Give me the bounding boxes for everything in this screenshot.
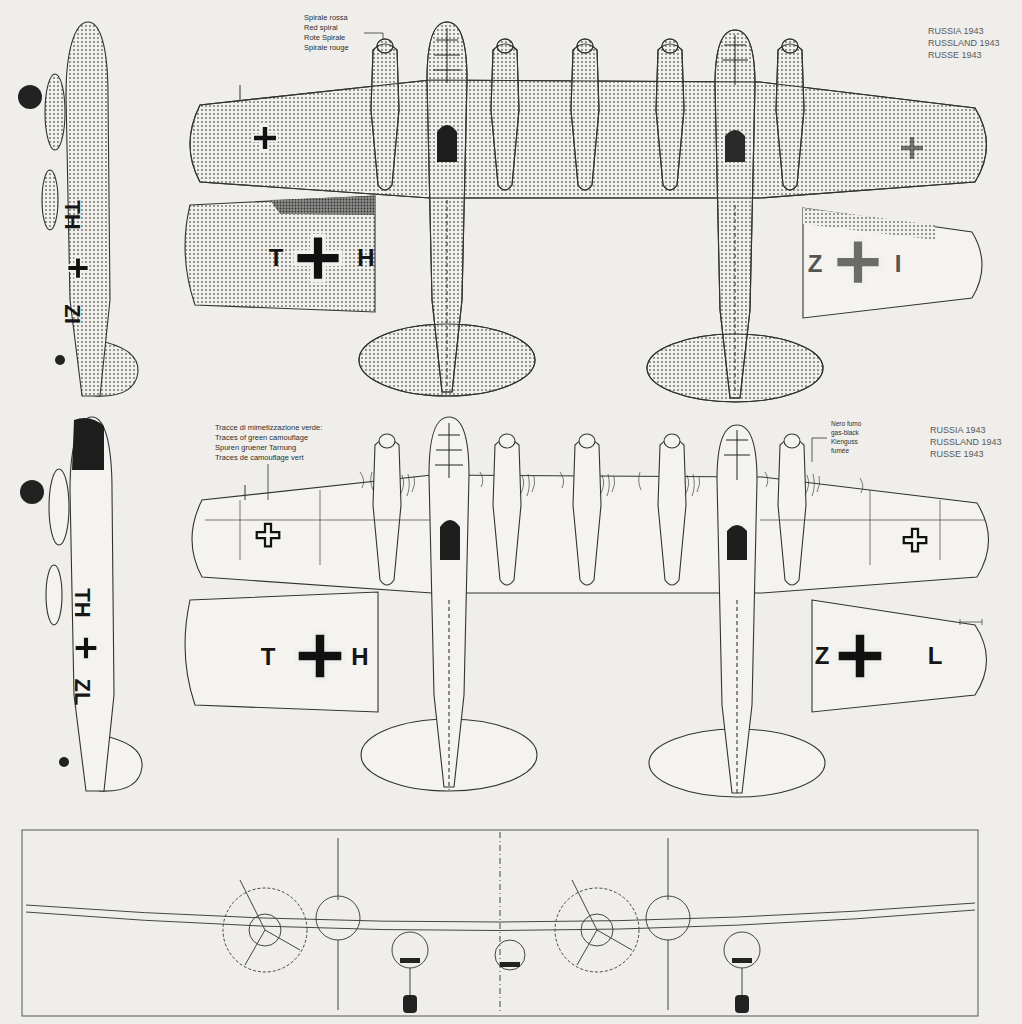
note-text: Spirale rossa [304,14,348,22]
date-label: RUSSLAND 1943 [928,39,1000,48]
date-label: RUSSIA 1943 [930,426,986,435]
wing-letter: Z [815,644,830,668]
note-text: Rote Spirale [304,34,345,42]
wing-letter: Z [808,252,823,276]
lower-wing [812,600,987,712]
wing-letter: L [928,644,943,668]
note-text: Spuren gruener Tarnung [215,444,296,452]
balkenkreuz [257,524,280,547]
note-text: Red spiral [304,24,338,32]
date-label: RUSSE 1943 [928,51,982,60]
balkenkreuz [75,637,98,660]
lower-wing [185,196,375,312]
canopy [727,525,747,560]
fuselage-code: TH [71,588,93,617]
fuselage-code: ZL [71,679,93,706]
note-text: Traces of green camouflage [215,434,308,442]
note-text: Kienguss [831,439,858,446]
camouflage [270,196,375,215]
wheel [18,85,42,109]
balkenkreuz [836,240,881,285]
tail-wheel [55,355,65,365]
panel-line [447,200,735,395]
date-label: RUSSIA 1943 [928,27,984,36]
wing-letter: T [269,246,284,270]
note-text: Traces de camouflage vert [215,454,304,462]
fuselage-code: TH [61,200,83,229]
scale-mark [960,619,982,625]
note-text: Nero fumo [831,421,861,428]
leader-line [268,464,269,500]
leader-line [812,438,827,462]
antenna [240,85,241,100]
note-text: Spirale rouge [304,44,349,52]
note-text: gas-black [831,430,859,437]
balkenkreuz [68,258,89,279]
wheel [400,958,752,1013]
panel-line [449,600,737,795]
note-text: Tracce di mimetizzazione verde: [215,424,322,432]
canopy-frame [435,423,750,480]
fuselage-code: ZI [61,304,83,324]
camouflage [803,208,935,240]
leader-line [364,33,383,40]
exhaust-stain [205,472,985,565]
side-view [42,22,138,396]
note-text: fumée [831,448,849,455]
tail-wheel [59,757,69,767]
date-label: RUSSE 1943 [930,450,984,459]
canopy [72,418,104,470]
canopy [440,520,460,560]
balkenkreuz [837,633,884,680]
balkenkreuz [296,236,341,281]
side-view [46,417,142,791]
canopy [725,130,745,162]
wing-letter: T [261,645,276,669]
antenna [245,485,246,500]
camouflage [230,20,1000,405]
wing-letter: I [895,252,902,276]
lower-wing [185,592,378,712]
camouflage [60,20,140,400]
balkenkreuz [297,633,344,680]
front-view [26,832,975,1014]
canopy-frame [433,28,748,85]
balkenkreuz [900,136,924,160]
date-label: RUSSLAND 1943 [930,438,1002,447]
front-view-frame [22,830,978,1016]
canopy [437,125,457,162]
wheel [20,480,44,504]
wing-letter: H [357,246,374,270]
balkenkreuz [253,126,277,150]
wing-letter: H [351,645,368,669]
lower-wing [803,208,982,318]
top-view [190,22,987,402]
balkenkreuz [904,529,927,552]
